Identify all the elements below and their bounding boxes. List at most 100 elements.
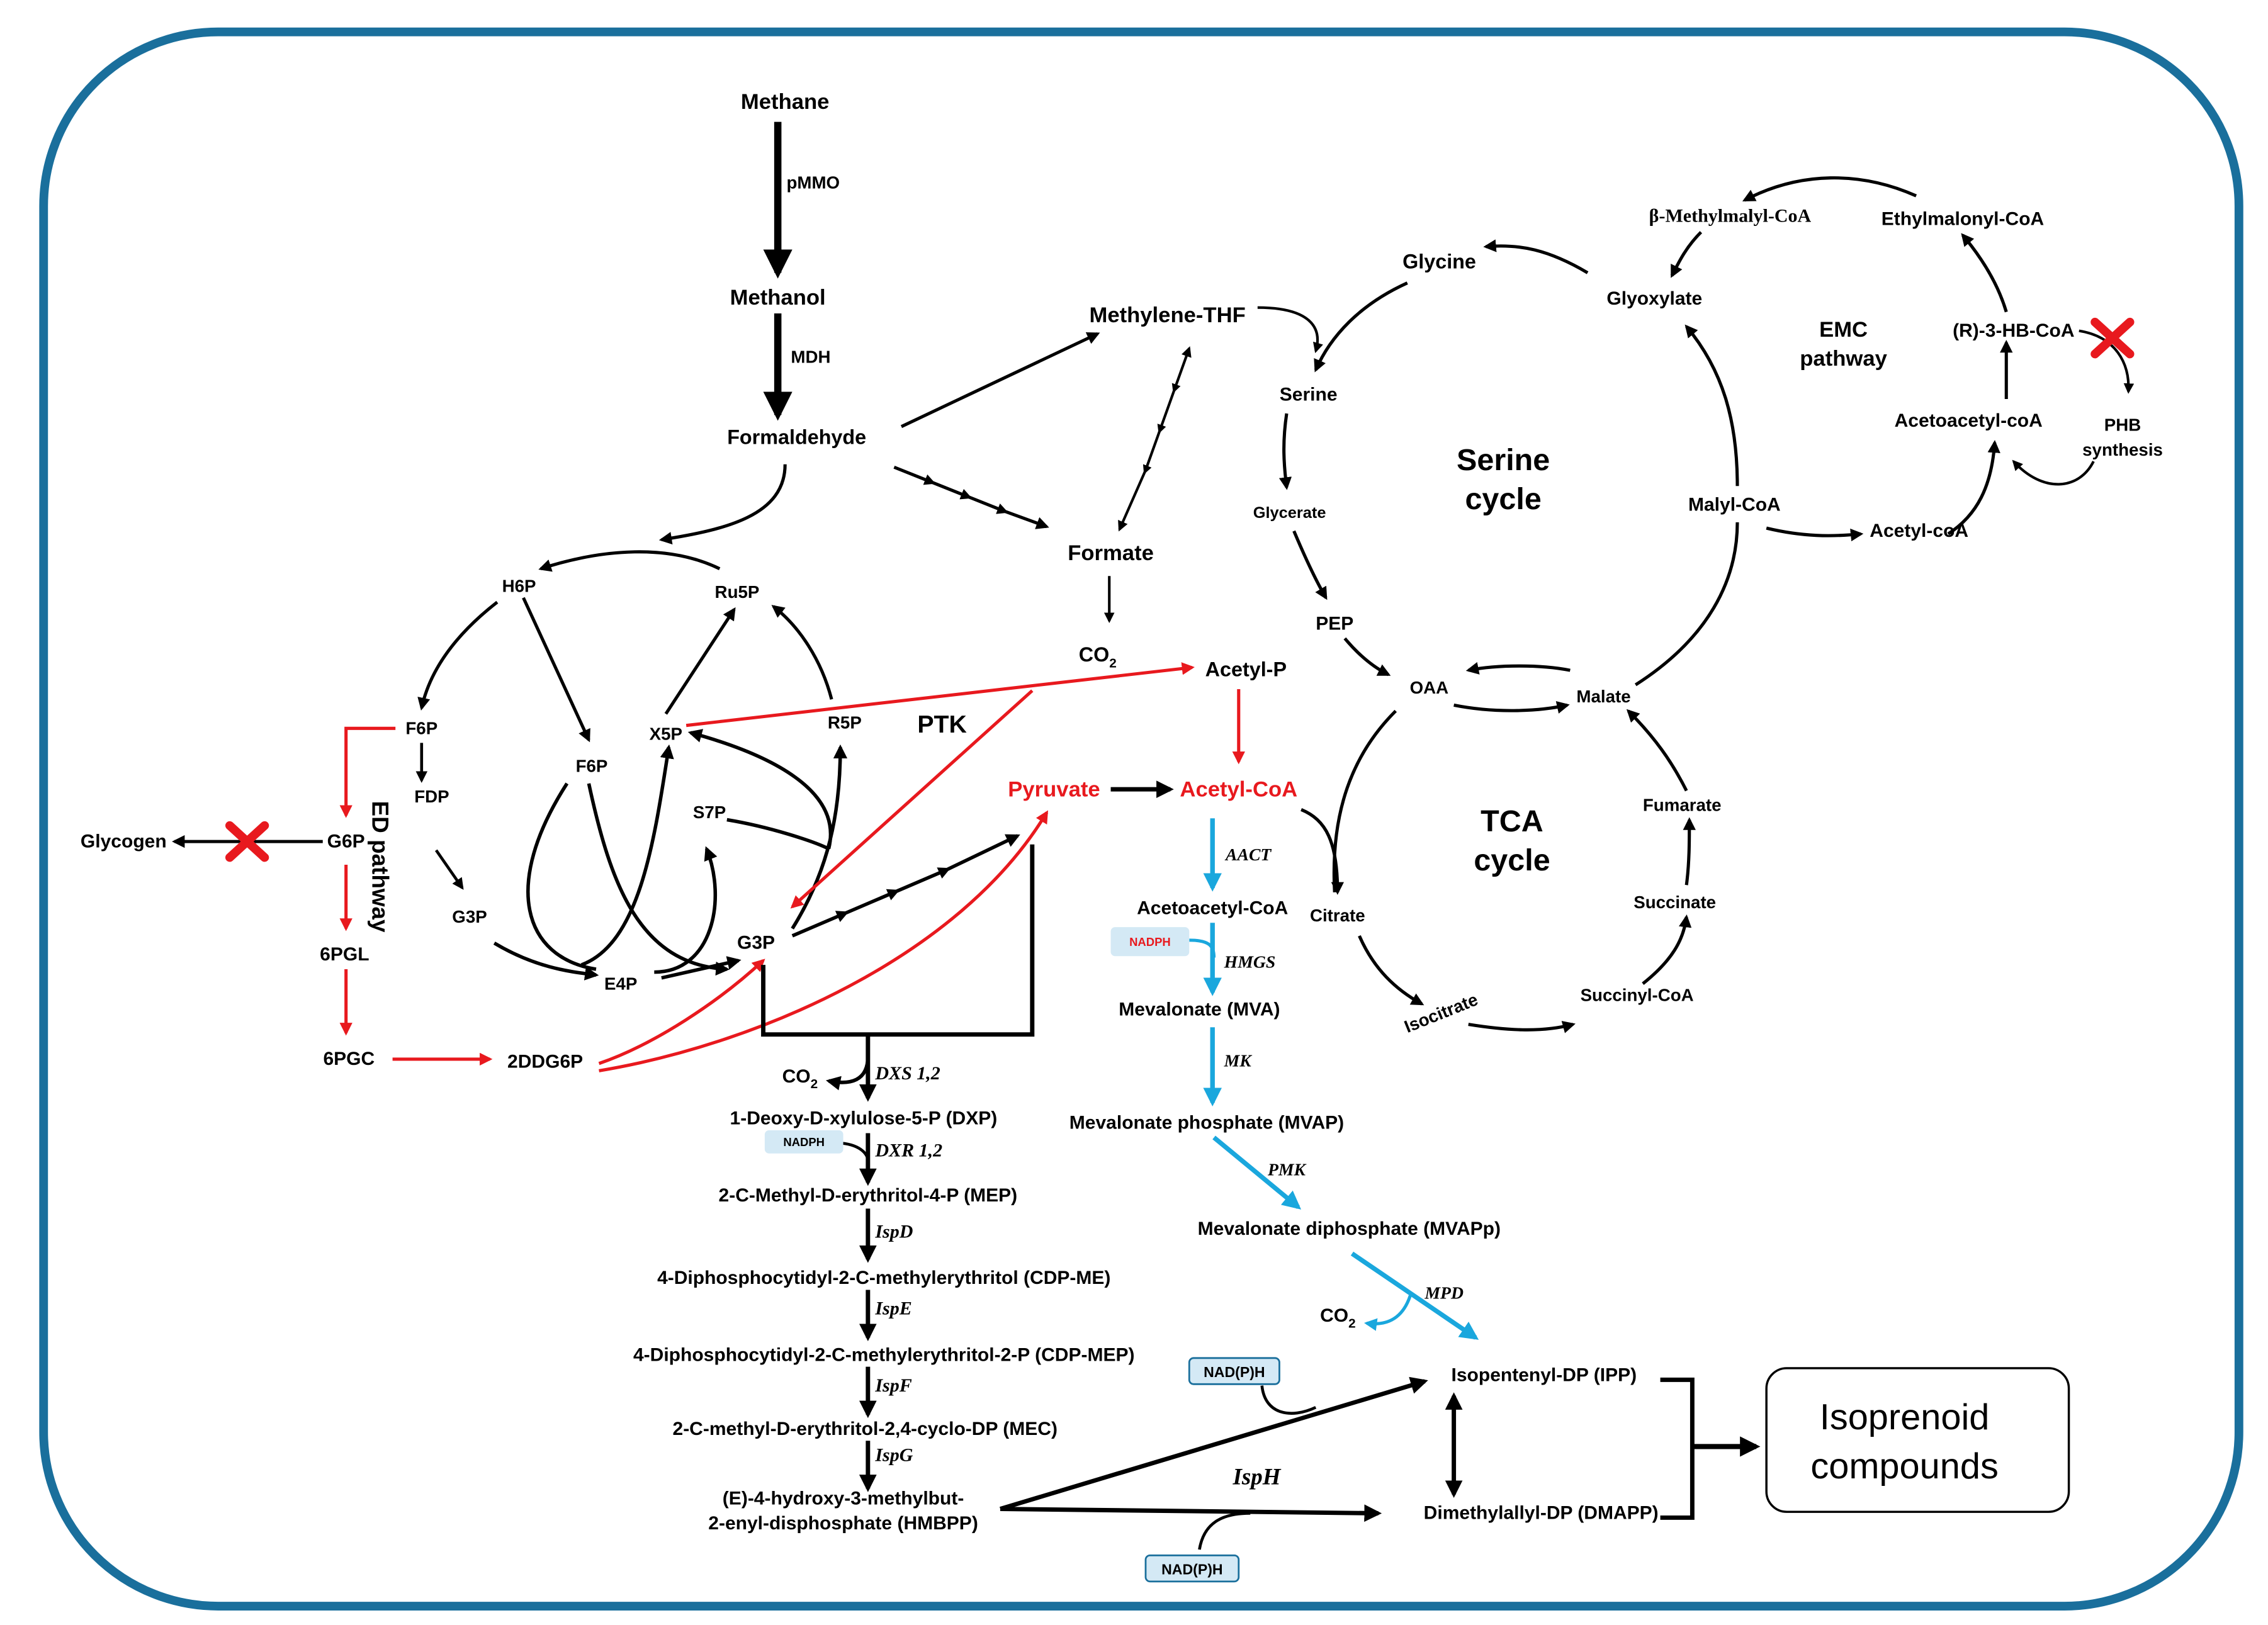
cdp-me-label: 4-Diphosphocytidyl-2-C-methylerythritol … — [657, 1268, 1110, 1288]
g3p-left-label: G3P — [452, 907, 487, 926]
acetyl-coa-emc-label: Acetyl-coA — [1870, 520, 1968, 541]
h6p-label: H6P — [502, 576, 536, 596]
methylene-thf-label: Methylene-THF — [1089, 303, 1245, 327]
glyoxylate-label: Glyoxylate — [1606, 288, 1702, 309]
citrate-label: Citrate — [1310, 906, 1365, 925]
methanol-label: Methanol — [730, 286, 826, 310]
pmk-label: PMK — [1267, 1159, 1307, 1179]
dxp-label: 1-Deoxy-D-xylulose-5-P (DXP) — [730, 1108, 998, 1129]
acetoacetyl-coa-emc-label: Acetoacetyl-coA — [1895, 410, 2043, 431]
mvap-label: Mevalonate phosphate (MVAP) — [1069, 1113, 1344, 1133]
outer-frame — [39, 27, 2243, 1611]
e4p-label: E4P — [604, 974, 637, 993]
ispe-label: IspE — [874, 1298, 911, 1319]
mep-label: 2-C-Methyl-D-erythritol-4-P (MEP) — [719, 1185, 1018, 1206]
ptk-label: PTK — [917, 711, 967, 738]
mpd-label: MPD — [1424, 1283, 1464, 1302]
ru5p-label: Ru5P — [715, 582, 760, 602]
serine-label: Serine — [1280, 384, 1338, 405]
svg-text:NAD(P)H: NAD(P)H — [1204, 1364, 1265, 1380]
glycerate-label: Glycerate — [1253, 504, 1326, 522]
x5p-label: X5P — [650, 724, 682, 744]
nadph-red-badge: NADPH — [1110, 927, 1190, 957]
dxs-label: DXS 1,2 — [874, 1063, 940, 1084]
glycine-label: Glycine — [1402, 250, 1476, 273]
formaldehyde-label: Formaldehyde — [727, 425, 866, 448]
2ddg6p-label: 2DDG6P — [507, 1052, 583, 1072]
phb-label-line2: synthesis — [2082, 440, 2163, 459]
mva-pathway-arrows — [1189, 818, 1479, 1340]
emc-pathway-label-line2: pathway — [1800, 347, 1887, 371]
hmbpp-label-line1: (E)-4-hydroxy-3-methylbut- — [723, 1488, 964, 1509]
ispf-label: IspF — [874, 1375, 911, 1396]
isoprenoid-box: Isoprenoid compounds — [1765, 1367, 2070, 1513]
isoprenoid-label-line2: compounds — [1810, 1446, 1998, 1487]
emc-pathway-label-line1: EMC — [1819, 318, 1868, 342]
co2-mpd-label: CO2 — [1320, 1305, 1356, 1330]
formaldehyde-branches — [658, 306, 1323, 624]
malyl-coa-label: Malyl-CoA — [1688, 495, 1781, 515]
fumarate-label: Fumarate — [1643, 796, 1722, 815]
pep-label: PEP — [1316, 614, 1353, 634]
f6p-mid-label: F6P — [576, 756, 608, 775]
co2-dxs-label: CO2 — [782, 1066, 818, 1091]
mva-label: Mevalonate (MVA) — [1119, 999, 1280, 1020]
svg-text:NAD(P)H: NAD(P)H — [1161, 1561, 1222, 1577]
cdp-mep-label: 4-Diphosphocytidyl-2-C-methylerythritol-… — [633, 1344, 1134, 1365]
serine-cycle-arrows — [1278, 239, 1864, 714]
nadph-ipp-badge: NAD(P)H — [1188, 1357, 1280, 1385]
svg-text:NADPH: NADPH — [1129, 935, 1171, 948]
formate-label: Formate — [1068, 541, 1154, 565]
nadph-dmapp-badge: NAD(P)H — [1144, 1554, 1240, 1583]
hmgs-label: HMGS — [1224, 952, 1276, 972]
ispg-label: IspG — [874, 1445, 913, 1466]
mdh-label: MDH — [791, 347, 830, 366]
rump-cycle — [415, 550, 1020, 981]
emc-pathway-arrows — [1670, 176, 2135, 536]
mec-label: 2-C-methyl-D-erythritol-2,4-cyclo-DP (ME… — [673, 1419, 1058, 1439]
hmbpp-label-line2: 2-enyl-disphosphate (HMBPP) — [708, 1513, 978, 1534]
nadph-dxr-badge: NADPH — [764, 1130, 843, 1154]
r3hb-coa-label: (R)-3-HB-CoA — [1953, 320, 2074, 341]
dmapp-label: Dimethylallyl-DP (DMAPP) — [1424, 1503, 1659, 1524]
mep-entry-lines — [761, 844, 1035, 1102]
methane-label: Methane — [741, 90, 830, 114]
r5p-label: R5P — [828, 712, 862, 732]
serine-cycle-label-line2: cycle — [1465, 482, 1541, 516]
mvapp-label: Mevalonate diphosphate (MVAPp) — [1198, 1218, 1501, 1239]
6pgl-label: 6PGL — [320, 944, 369, 965]
ipp-label: Isopentenyl-DP (IPP) — [1452, 1365, 1637, 1386]
f6p-left-label: F6P — [405, 719, 437, 738]
dxr-label: DXR 1,2 — [874, 1140, 942, 1161]
svg-text:NADPH: NADPH — [783, 1135, 825, 1149]
aact-label: AACT — [1224, 845, 1272, 864]
ispd-label: IspD — [874, 1221, 913, 1242]
glycogen-label: Glycogen — [81, 831, 167, 852]
ipp-dmapp-output — [1445, 1377, 1761, 1520]
6pgc-label: 6PGC — [323, 1049, 375, 1069]
ed-pathway-label: ED pathway — [367, 801, 393, 933]
mep-pathway-arrows — [825, 1133, 1428, 1550]
b-methylmalyl-coa-label: β-Methylmalyl-CoA — [1649, 206, 1812, 227]
tca-cycle-label-line2: cycle — [1474, 843, 1550, 877]
tca-cycle-arrows — [1300, 709, 1696, 1033]
phb-blocked-icon — [2090, 317, 2135, 359]
acetoacetyl-coa-label: Acetoacetyl-CoA — [1137, 897, 1288, 918]
acetyl-coa-label: Acetyl-CoA — [1180, 778, 1297, 802]
mk-label: MK — [1224, 1050, 1253, 1070]
malate-label: Malate — [1576, 687, 1630, 706]
isph-label: IspH — [1233, 1463, 1282, 1489]
fdp-label: FDP — [414, 787, 449, 806]
succinyl-coa-label: Succinyl-CoA — [1581, 986, 1694, 1005]
succinate-label: Succinate — [1633, 892, 1716, 912]
acetyl-p-label: Acetyl-P — [1205, 658, 1287, 680]
g6p-label: G6P — [327, 831, 365, 852]
glycogen-blocked-icon — [225, 821, 269, 862]
serine-cycle-label-line1: Serine — [1457, 443, 1550, 477]
s7p-label: S7P — [693, 802, 726, 822]
co2-formate-label: CO2 — [1079, 643, 1117, 670]
pmmo-label: pMMO — [787, 173, 840, 193]
ethylmalonyl-coa-label: Ethylmalonyl-CoA — [1882, 208, 2044, 229]
g3p-main-label: G3P — [737, 933, 775, 953]
